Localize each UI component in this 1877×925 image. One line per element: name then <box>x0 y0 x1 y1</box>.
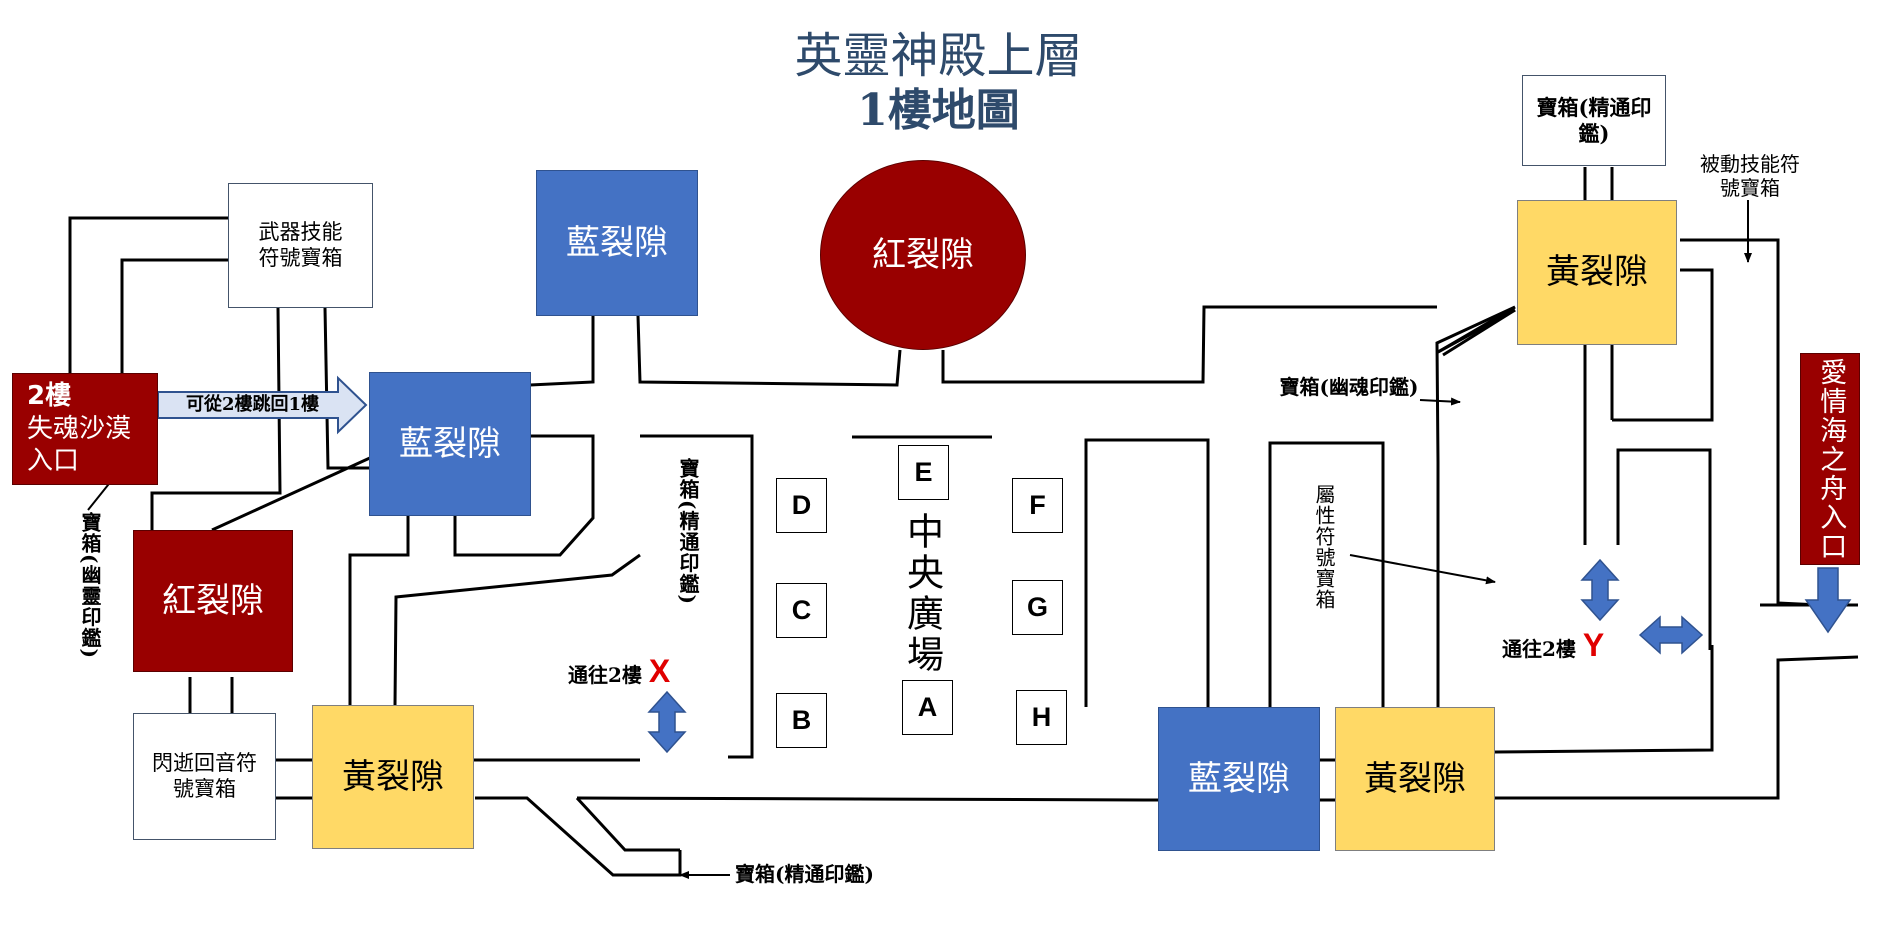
blue-rift-mid: 藍裂隙 <box>369 372 531 516</box>
horizontal-double-arrow <box>1638 615 1704 655</box>
desert-entrance-name: 失魂沙漠 <box>27 413 132 444</box>
pointer-arrow <box>1419 397 1461 406</box>
corridor <box>576 796 1161 802</box>
corridor <box>640 434 754 759</box>
corridor <box>1268 441 1385 707</box>
plaza-marker-e: E <box>898 445 949 500</box>
plaza-marker-g: G <box>1012 580 1063 635</box>
jump-arrow-shape <box>157 375 368 435</box>
pointer-arrow <box>1349 554 1496 585</box>
portal-y-arrow <box>1580 558 1620 622</box>
portal-x-label: 通往2樓 X <box>568 652 670 690</box>
corridor <box>1435 305 1516 707</box>
portal-x-text: 通往2樓 <box>568 663 642 687</box>
corridor <box>323 307 372 470</box>
map-title: 英靈神殿上層 <box>794 28 1083 84</box>
corridor <box>348 515 410 705</box>
desert-entrance: 2樓 失魂沙漠 入口 <box>12 373 158 485</box>
plaza-marker-h: H <box>1016 690 1067 745</box>
corridor <box>393 553 641 706</box>
top-right-mastery-chest: 寶箱(精通印鑑) <box>1522 75 1666 166</box>
map-subtitle: 1樓地圖 <box>857 85 1020 136</box>
corridor <box>1084 438 1210 707</box>
blue-rift-bottom-right: 藍裂隙 <box>1158 707 1320 851</box>
mastery-chest-vertical-label: 寶箱(精通印鑑) <box>676 458 700 605</box>
corridor <box>1495 655 1859 800</box>
plaza-marker-d: D <box>776 478 827 533</box>
portal-x-arrow <box>647 690 687 754</box>
love-ship-entrance: 愛情海之舟入口 <box>1800 353 1860 565</box>
weapon-skill-chest: 武器技能符號寶箱 <box>228 183 373 308</box>
flash-echo-chest: 閃逝回音符號寶箱 <box>133 713 276 840</box>
corridor <box>1494 645 1714 754</box>
jump-arrow-label: 可從2樓跳回1樓 <box>186 394 320 415</box>
corridor <box>453 434 595 557</box>
corridor <box>575 796 680 852</box>
ghost-spirit-chest-label: 寶箱(幽靈印鑑) <box>78 512 102 659</box>
portal-y-label: 通往2樓 Y <box>1502 626 1604 664</box>
corridor <box>1680 238 1821 607</box>
plaza-marker-b: B <box>776 693 827 748</box>
down-arrow <box>1804 567 1852 634</box>
passive-skill-chest-label: 被動技能符號寶箱 <box>1700 152 1800 200</box>
yellow-rift-bottom-left: 黃裂隙 <box>312 705 474 849</box>
corridor <box>941 305 1437 384</box>
portal-x-mark: X <box>648 653 671 689</box>
desert-entrance-suffix: 入口 <box>27 446 80 477</box>
yellow-rift-bottom-right: 黃裂隙 <box>1335 707 1495 851</box>
corridor <box>68 216 232 375</box>
portal-y-mark: Y <box>1582 627 1605 663</box>
corridor <box>211 455 373 532</box>
central-plaza-label: 中央廣場 <box>900 512 944 676</box>
bottom-mastery-chest-label: 寶箱(精通印鑑) <box>735 862 874 886</box>
corridor <box>120 258 232 375</box>
corridor <box>1616 448 1712 620</box>
corridor <box>475 796 682 877</box>
portal-y-text: 通往2樓 <box>1502 637 1576 661</box>
plaza-marker-c: C <box>776 583 827 638</box>
corridor <box>529 316 595 387</box>
yellow-rift-top-right: 黃裂隙 <box>1517 200 1677 345</box>
plaza-marker-f: F <box>1012 478 1063 533</box>
blue-rift-top: 藍裂隙 <box>536 170 698 316</box>
corridor <box>636 315 902 387</box>
ghost-soul-chest-label: 寶箱(幽魂印鑑) <box>1279 375 1419 399</box>
red-rift-circle: 紅裂隙 <box>820 160 1026 350</box>
red-rift-left: 紅裂隙 <box>133 530 293 672</box>
desert-entrance-floor: 2樓 <box>27 381 72 412</box>
corridor <box>1612 268 1714 422</box>
attribute-chest-label: 屬性符號寶箱 <box>1312 484 1336 610</box>
plaza-marker-a: A <box>902 680 953 735</box>
corridor <box>1442 308 1516 357</box>
